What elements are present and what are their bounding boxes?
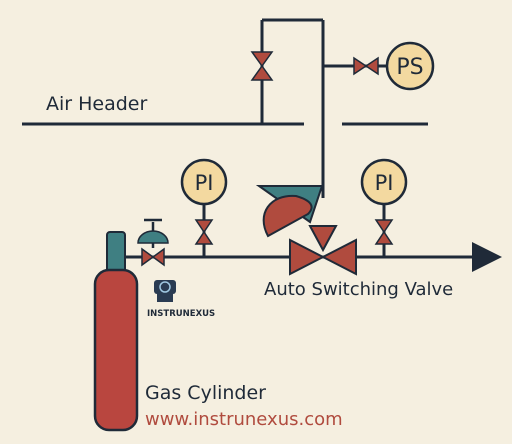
- pi-left-valve-icon: [194, 219, 214, 245]
- air-header-label: Air Header: [46, 93, 147, 115]
- auto-switching-valve-icon: [255, 185, 357, 276]
- ps-label: PS: [396, 55, 423, 80]
- gas-cylinder-icon: [93, 231, 139, 432]
- gas-cylinder-label: Gas Cylinder: [145, 382, 266, 404]
- cylinder-valve-icon: [137, 218, 169, 267]
- pressure-indicator-right: PI: [360, 158, 408, 206]
- website-label: www.instrunexus.com: [145, 409, 343, 430]
- pressure-indicator-left: PI: [180, 158, 228, 206]
- pressure-switch: PS: [385, 41, 435, 91]
- bypass-valve-icon: [250, 51, 274, 81]
- logo-text: INSTRUNEXUS: [147, 309, 215, 319]
- auto-switching-valve-label: Auto Switching Valve: [264, 279, 453, 300]
- pi-left-label: PI: [195, 171, 214, 195]
- pi-right-label: PI: [375, 171, 394, 195]
- pi-right-valve-icon: [374, 219, 394, 245]
- instrunexus-logo: [154, 280, 176, 302]
- ps-valve-icon: [353, 56, 379, 76]
